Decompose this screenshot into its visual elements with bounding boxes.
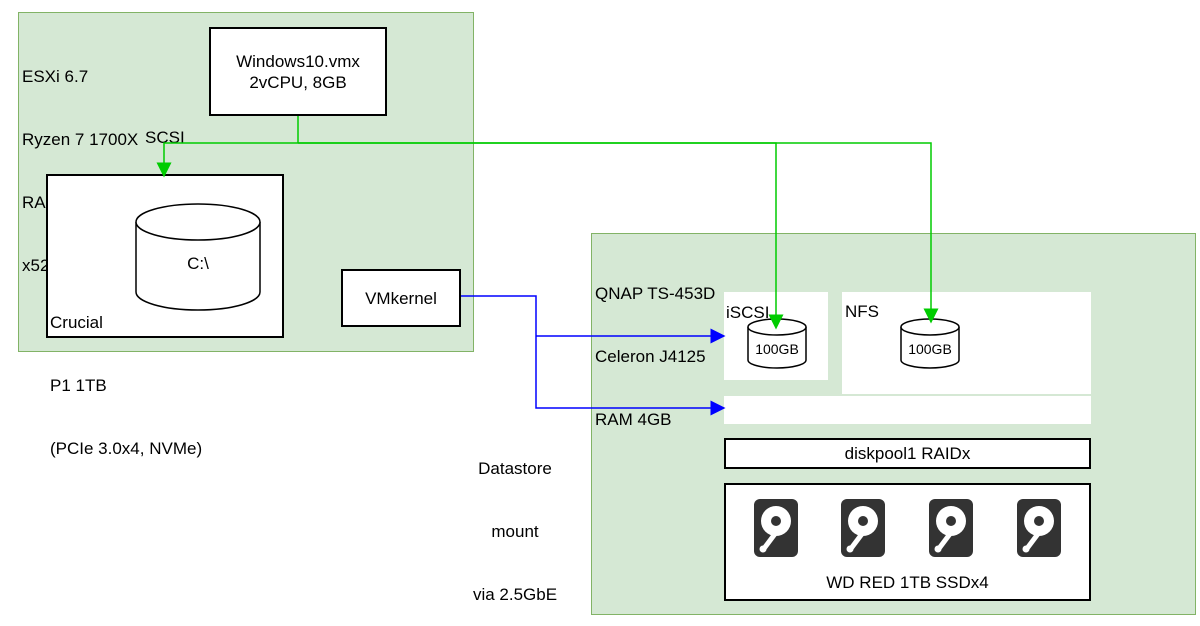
vmkernel-label: VMkernel <box>365 288 437 308</box>
crucial-interface: (PCIe 3.0x4, NVMe) <box>50 439 203 458</box>
vm-name: Windows10.vmx <box>236 51 360 71</box>
vm-resources: 2vCPU, 8GB <box>249 72 347 92</box>
hard-drive-icon <box>754 499 798 557</box>
scsi-connectors <box>156 116 939 330</box>
diskpool-box[interactable]: diskpool1 RAIDx <box>724 438 1091 469</box>
hard-drive-icon <box>1017 499 1061 557</box>
crucial-nvme-specs: Crucial P1 1TB (PCIe 3.0x4, NVMe) <box>50 270 202 480</box>
iscsi-volume-label: 100GB <box>755 341 799 357</box>
crucial-drive-label: C:\ <box>187 254 209 273</box>
esxi-version: ESXi 6.7 <box>22 67 89 86</box>
hard-drive-icon <box>841 499 885 557</box>
nfs-panel[interactable] <box>842 292 1091 394</box>
qnap-cpu: Celeron J4125 <box>595 347 706 366</box>
diskpool-label: diskpool1 RAIDx <box>844 444 971 463</box>
crucial-brand: Crucial <box>50 313 103 332</box>
datastore-connectors <box>461 295 726 416</box>
qnap-model: QNAP TS-453D <box>595 284 716 303</box>
qnap-ram: RAM 4GB <box>595 410 672 429</box>
nfs-volume-cylinder <box>900 318 960 369</box>
windows-vm-box[interactable]: Windows10.vmx 2vCPU, 8GB <box>209 27 387 116</box>
crucial-drive-cylinder <box>135 203 261 311</box>
hard-drive-icon <box>929 499 973 557</box>
nfs-label: NFS <box>845 302 879 321</box>
iscsi-label: iSCSI <box>726 303 770 322</box>
esxi-cpu: Ryzen 7 1700X <box>22 130 139 149</box>
nfs-volume-label: 100GB <box>908 341 952 357</box>
crucial-model: P1 1TB <box>50 376 107 395</box>
datastore-target-bar[interactable] <box>724 396 1091 424</box>
datastore-mount-label: Datastore mount via 2.5GbE <box>472 459 558 604</box>
vmkernel-box[interactable]: VMkernel <box>341 269 461 327</box>
qnap-specs: QNAP TS-453D Celeron J4125 RAM 4GB <box>595 241 715 451</box>
disk-array-label: WD RED 1TB SSDx4 <box>826 573 989 592</box>
